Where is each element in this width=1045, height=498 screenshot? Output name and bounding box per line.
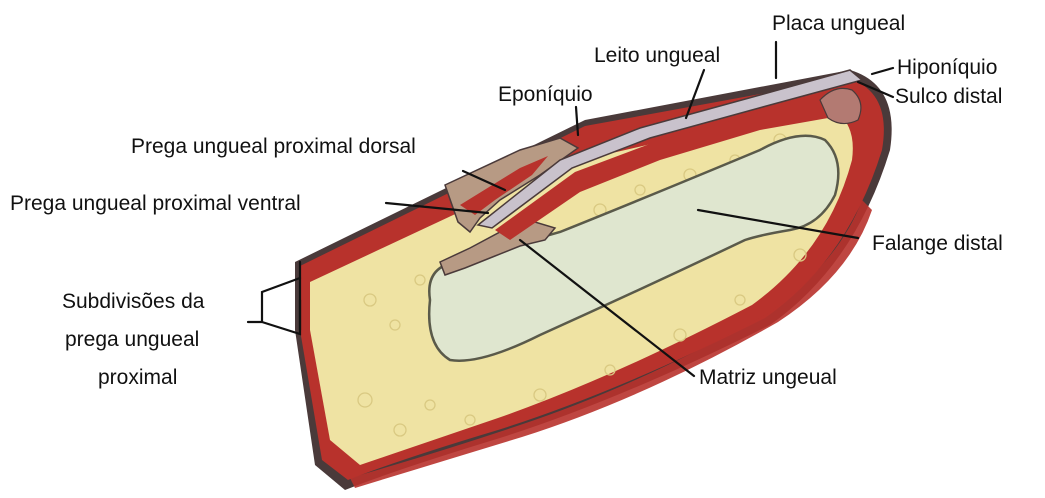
label-prega-ventral: Prega ungueal proximal ventral: [10, 192, 301, 215]
label-falange-distal: Falange distal: [872, 232, 1003, 255]
label-subdivisoes-1: Subdivisões da: [62, 290, 205, 313]
label-subdivisoes-3: proximal: [98, 366, 177, 389]
label-placa-ungueal: Placa ungueal: [772, 12, 905, 35]
label-eponiquio: Eponíquio: [498, 83, 593, 106]
label-hiponiquio: Hiponíquio: [897, 56, 997, 79]
label-matriz-ungeual: Matriz ungeual: [699, 366, 837, 389]
label-leito-ungueal: Leito ungueal: [594, 44, 720, 67]
label-subdivisoes-2: prega ungueal: [65, 328, 199, 351]
label-prega-dorsal: Prega ungueal proximal dorsal: [131, 135, 416, 158]
label-sulco-distal: Sulco distal: [895, 85, 1002, 108]
